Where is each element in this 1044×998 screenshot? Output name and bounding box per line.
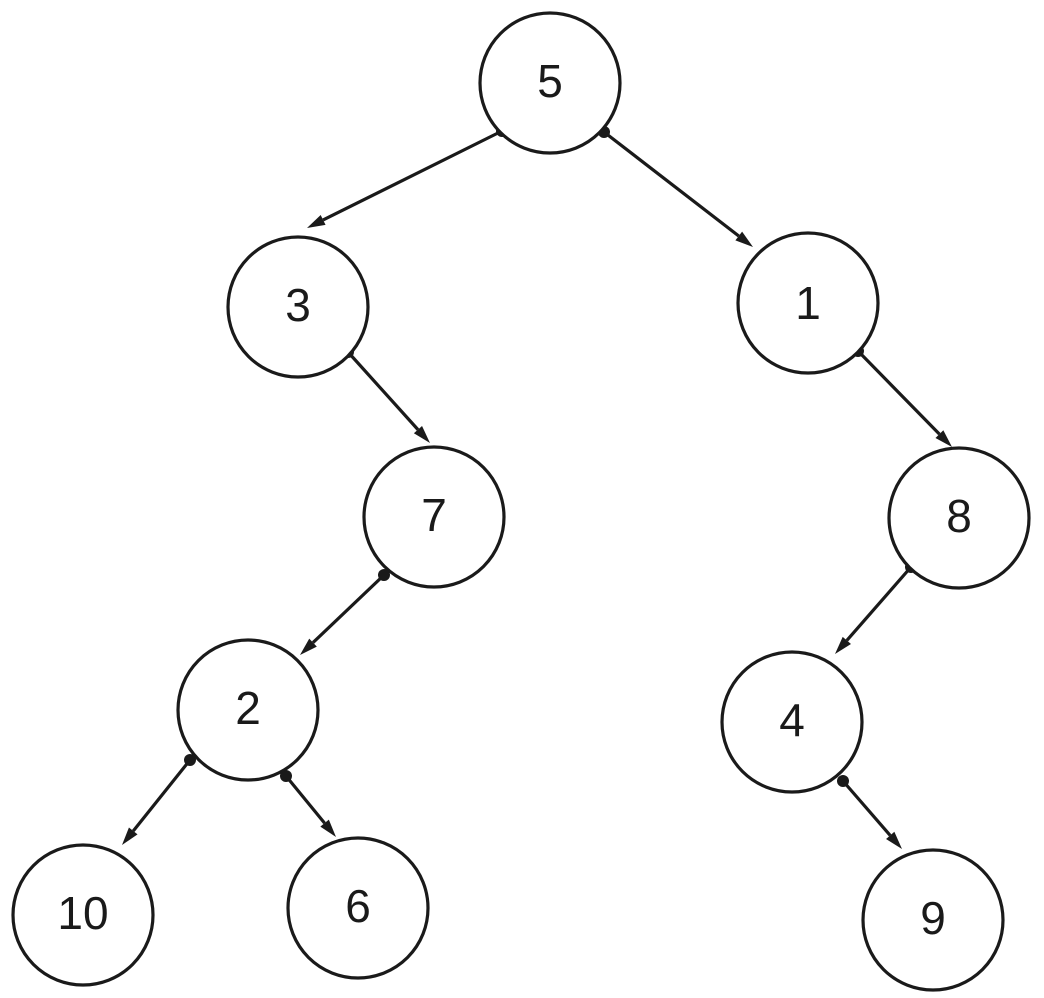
tree-node[interactable]: 4 [720, 650, 864, 794]
tree-node[interactable]: 10 [11, 843, 155, 987]
tree-node[interactable]: 8 [887, 446, 1031, 590]
node-label: 5 [537, 55, 563, 107]
edge-port-dot [280, 770, 292, 782]
arrow-head-icon [413, 425, 430, 443]
tree-node[interactable]: 6 [286, 836, 430, 980]
arrow-head-icon [735, 231, 753, 247]
node-label: 7 [421, 489, 447, 541]
tree-node[interactable]: 7 [362, 445, 506, 589]
arrow-head-icon [320, 819, 336, 837]
edge-port-dot [184, 754, 196, 766]
node-circle[interactable] [720, 650, 864, 794]
edge-line [131, 759, 192, 832]
node-circle[interactable] [11, 843, 155, 987]
node-circle[interactable] [286, 836, 430, 980]
nodes-layer: 5 3 1 7 8 2 4 10 6 9 [11, 11, 1031, 992]
edge-line [311, 573, 386, 644]
edge-line [284, 774, 326, 825]
node-circle[interactable] [736, 231, 880, 375]
tree-node[interactable]: 2 [176, 638, 320, 782]
node-label: 6 [345, 880, 371, 932]
edge-line [603, 130, 740, 238]
arrow-head-icon [300, 638, 317, 655]
node-circle[interactable] [226, 235, 370, 379]
node-circle[interactable] [861, 848, 1005, 992]
arrow-head-icon [122, 827, 138, 845]
tree-edge [837, 775, 902, 849]
arrow-head-icon [307, 215, 326, 228]
tree-node[interactable]: 1 [736, 231, 880, 375]
edge-line [845, 565, 913, 642]
edge-line [856, 349, 941, 436]
tree-edge [280, 770, 336, 837]
edge-line [346, 350, 420, 431]
node-label: 1 [795, 277, 821, 329]
tree-node[interactable]: 3 [226, 235, 370, 379]
arrow-head-icon [935, 430, 952, 447]
edge-line [322, 129, 503, 222]
arrow-head-icon [886, 831, 902, 849]
node-label: 9 [920, 892, 946, 944]
node-label: 2 [235, 682, 261, 734]
node-circle[interactable] [362, 445, 506, 589]
edge-line [841, 779, 892, 837]
node-circle[interactable] [478, 11, 622, 155]
tree-edge [300, 569, 390, 655]
edge-port-dot [837, 775, 849, 787]
tree-edge [122, 754, 196, 845]
node-label: 8 [946, 490, 972, 542]
node-circle[interactable] [176, 638, 320, 782]
tree-node[interactable]: 5 [478, 11, 622, 155]
node-label: 3 [285, 279, 311, 331]
edge-port-dot [378, 569, 390, 581]
node-circle[interactable] [887, 446, 1031, 590]
tree-node[interactable]: 9 [861, 848, 1005, 992]
arrow-head-icon [835, 636, 851, 654]
node-label: 4 [779, 694, 805, 746]
node-label: 10 [57, 887, 108, 939]
